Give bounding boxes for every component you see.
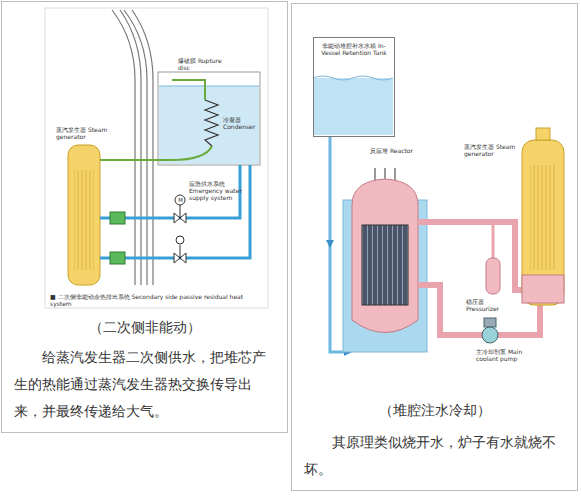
panel-paragraph: 其原理类似烧开水，炉子有水就烧不坏。 bbox=[304, 429, 568, 483]
text-panel: （二次侧非能动） 给蒸汽发生器二次侧供水，把堆芯产生的热能通过蒸汽发生器热交换传导… bbox=[1, 1, 288, 433]
part-label: 应急供水系统 Emergency water supply system bbox=[189, 180, 255, 201]
part-label: ■ 二次侧非能动余热排出系统 Secondary side passive re… bbox=[50, 293, 265, 307]
panel-caption: （堆腔注水冷却） bbox=[292, 402, 577, 420]
water-tank: 非能动堆腔补水水箱 In-Vessel Retention Tank bbox=[313, 37, 395, 137]
part-label: 蒸汽发生器 Steam generator bbox=[56, 126, 114, 140]
part-label: 冷凝器 Condenser bbox=[223, 116, 257, 130]
tank-label: 非能动堆腔补水水箱 In-Vessel Retention Tank bbox=[314, 38, 394, 56]
part-label: M bbox=[178, 197, 184, 204]
text-panel: （堆腔注水冷却） 其原理类似烧开水，炉子有水就烧不坏。 非能动堆腔补水水箱 In-V… bbox=[291, 3, 578, 491]
part-label: 蒸汽发生器 Steam generator bbox=[464, 143, 518, 157]
left-illustration bbox=[45, 8, 268, 308]
part-label: 主冷却剂泵 Main coolant pump bbox=[476, 348, 538, 362]
right-illustration bbox=[313, 76, 564, 356]
part-label: 爆破膜 Rupture disc bbox=[178, 57, 233, 71]
part-label: 反应堆 Reactor bbox=[370, 147, 414, 154]
panel-caption: （二次侧非能动） bbox=[2, 319, 287, 337]
panel-paragraph: 给蒸汽发生器二次侧供水，把堆芯产生的热能通过蒸汽发生器热交换传导出来，并最终传递… bbox=[14, 344, 278, 425]
part-label: 稳压器 Pressurizer bbox=[466, 298, 512, 312]
